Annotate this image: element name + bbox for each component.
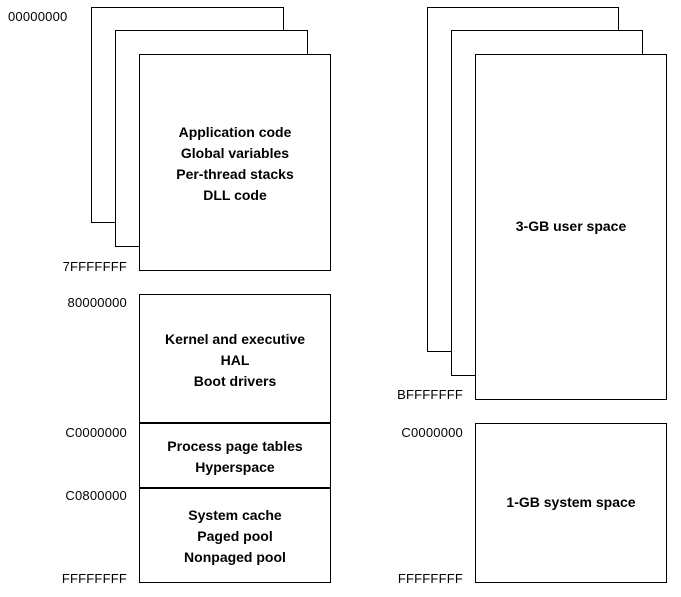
kernel-line: HAL [220,351,250,368]
cache-region-contents: System cache Paged pool Nonpaged pool [139,505,331,568]
address-label-user-end: 7FFFFFFF [62,259,127,274]
address-label-system-start: 80000000 [67,295,127,310]
kernel-line: Kernel and executive [164,330,306,347]
right-user-space-front-page [475,54,667,400]
left-system-space-box [139,294,331,583]
address-label-right-user-end: BFFFFFFF [397,387,463,402]
user-space-size-label: 3-GB user space [515,218,627,234]
address-label-start: 00000000 [8,9,68,24]
system-space-size-label: 1-GB system space [506,494,636,510]
cache-line: Nonpaged pool [184,549,286,565]
right-system-space-box [475,423,667,583]
user-space-line: Per-thread stacks [176,166,294,182]
page-tables-region-contents: Process page tables Hyperspace [139,436,331,478]
page-tables-line: Process page tables [167,438,303,454]
right-system-space-contents: 1-GB system space [475,492,667,513]
left-user-space-front-page [139,54,331,271]
kernel-page-tables-divider [139,422,331,424]
left-user-space-contents: Application code Global variables Per-th… [139,122,331,206]
kernel-line: Boot drivers [193,372,277,389]
user-space-line: Global variables [180,145,290,161]
address-label-right-system-start: C0000000 [401,425,463,440]
user-space-line: Application code [178,124,292,140]
address-label-end: FFFFFFFF [61,571,127,586]
user-space-line: DLL code [203,187,267,203]
page-tables-cache-divider [139,487,331,489]
kernel-region-contents: Kernel and executive HAL Boot drivers [139,328,331,392]
right-user-space-contents: 3-GB user space [475,216,667,237]
cache-line: System cache [188,507,282,523]
cache-line: Paged pool [197,528,273,544]
address-label-cache-start: C0800000 [65,488,127,503]
address-label-page-tables-start: C0000000 [65,425,127,440]
address-label-right-end: FFFFFFFF [397,571,463,586]
page-tables-line: Hyperspace [195,459,275,475]
